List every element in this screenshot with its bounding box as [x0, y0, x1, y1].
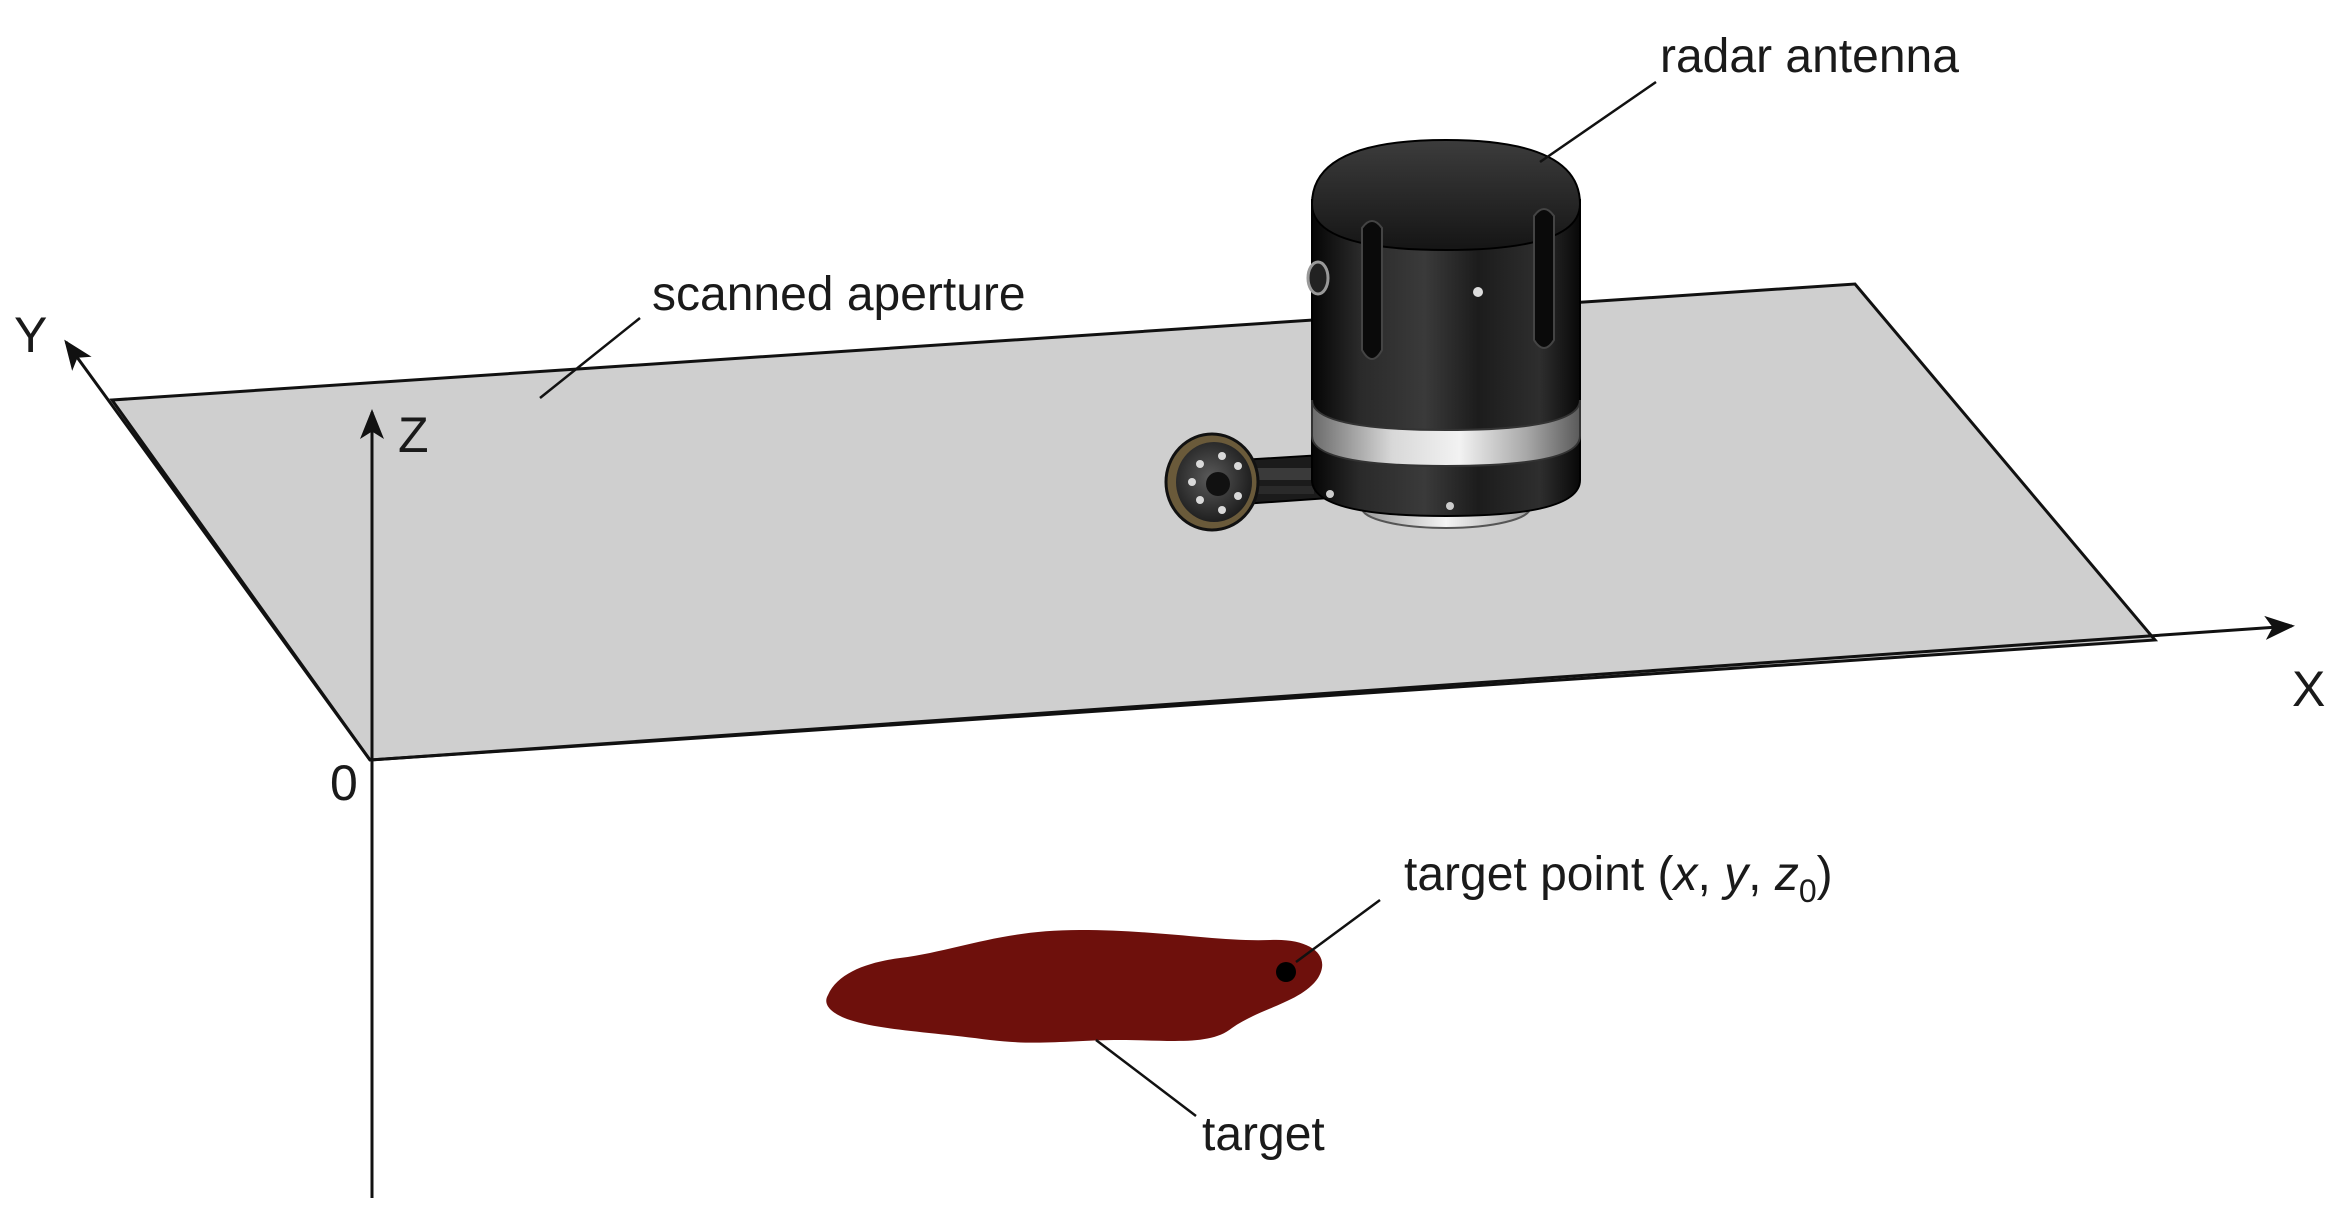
x-axis-label: X	[2292, 661, 2325, 717]
target-point-dot	[1276, 962, 1296, 982]
wheel-icon	[1164, 432, 1260, 532]
target-point-label: target point (x, y, z0)	[1404, 848, 1833, 909]
scanned-aperture-plane	[109, 282, 2159, 762]
target-blob	[826, 930, 1323, 1043]
y-axis-label: Y	[14, 307, 47, 363]
target-leader	[1095, 1039, 1197, 1117]
radar-antenna-label: radar antenna	[1660, 30, 1959, 83]
z-axis-label: Z	[398, 407, 429, 463]
origin-label: 0	[330, 755, 358, 811]
x-axis	[369, 615, 2295, 762]
target-label: target	[1202, 1108, 1325, 1161]
radar-antenna	[1164, 138, 1582, 532]
antenna-ring	[1311, 399, 1581, 468]
y-axis	[64, 339, 372, 761]
scanned-aperture-label: scanned aperture	[652, 268, 1026, 321]
radar-antenna-leader	[1539, 80, 1657, 164]
scanned-aperture-leader	[539, 317, 641, 399]
target-point-leader	[1295, 898, 1381, 964]
